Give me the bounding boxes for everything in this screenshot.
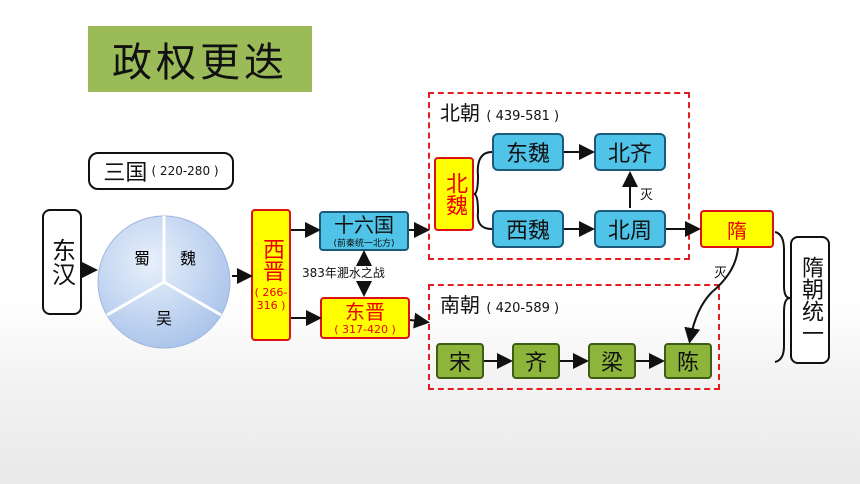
mie2-text: 灭	[714, 266, 728, 281]
shiliuguo-box: 十六国 (前秦统一北方)	[319, 211, 409, 251]
qi-label: 齐	[524, 351, 547, 376]
arrow-dongjin-nanchao	[409, 312, 430, 329]
battle-label: 383年淝水之战	[302, 264, 432, 281]
nanchao-label-wrap: 南朝 ( 420-589 )	[440, 289, 559, 318]
unify-box: 隋朝统一	[790, 236, 830, 364]
sui-label: 隋	[727, 218, 747, 243]
beizhou-box: 北周	[594, 210, 666, 248]
beiwei-label: 北魏	[442, 172, 467, 216]
sanguo-label: 三国	[103, 161, 148, 186]
sanguo-pie: 蜀 魏 吴	[97, 215, 231, 349]
song-box: 宋	[436, 343, 484, 379]
shiliuguo-sub: (前秦统一北方)	[333, 238, 395, 249]
pie-wei: 魏	[180, 249, 196, 268]
beiqi-label: 北齐	[607, 142, 652, 167]
xiwei-label: 西魏	[505, 219, 550, 244]
battle-text: 383年淝水之战	[302, 266, 385, 280]
chen-label: 陈	[676, 351, 699, 376]
mie2-label: 灭	[714, 262, 727, 281]
dongjin-label: 东晋	[345, 299, 385, 324]
shiliuguo-label: 十六国	[334, 212, 394, 237]
donghan-label: 东汉	[47, 238, 76, 286]
beiqi-box: 北齐	[594, 133, 666, 171]
mie1-text: 灭	[640, 188, 654, 203]
beizhou-label: 北周	[607, 219, 652, 244]
mie1-label: 灭	[640, 184, 653, 203]
pie-divider-right	[163, 280, 222, 317]
xijin-years: ( 266-316 )	[254, 286, 288, 312]
unify-brace	[774, 231, 791, 363]
dongwei-box: 东魏	[492, 133, 564, 171]
nanchao-label: 南朝	[440, 293, 480, 317]
nanchao-years: ( 420-589 )	[486, 301, 560, 316]
song-label: 宋	[448, 351, 471, 376]
beichao-label-wrap: 北朝 ( 439-581 )	[440, 97, 559, 126]
pie-shu: 蜀	[134, 249, 150, 268]
pie-divider-left	[106, 280, 165, 317]
chen-box: 陈	[664, 343, 712, 379]
beiwei-box: 北魏	[434, 157, 474, 231]
dongjin-years: ( 317-420 )	[334, 322, 396, 336]
unify-label: 隋朝统一	[798, 256, 823, 344]
sui-box: 隋	[700, 210, 774, 248]
dongjin-box: 东晋 ( 317-420 )	[320, 297, 410, 339]
liang-label: 梁	[600, 351, 623, 376]
xijin-box: 西晋 ( 266-316 )	[251, 209, 291, 341]
liang-box: 梁	[588, 343, 636, 379]
qi-box: 齐	[512, 343, 560, 379]
beichao-label: 北朝	[440, 101, 480, 125]
beichao-years: ( 439-581 )	[486, 109, 560, 124]
sanguo-label-box: 三国 ( 220-280 )	[88, 152, 234, 190]
page-title-text: 政权更迭	[112, 40, 288, 86]
beichao-region	[428, 92, 690, 260]
xijin-label: 西晋	[259, 238, 284, 282]
sanguo-years: ( 220-280 )	[151, 164, 219, 178]
xiwei-box: 西魏	[492, 210, 564, 248]
donghan-box: 东汉	[42, 209, 82, 315]
pie-wu: 吴	[156, 309, 172, 328]
dongwei-label: 东魏	[505, 142, 550, 167]
page-title: 政权更迭	[88, 26, 312, 92]
